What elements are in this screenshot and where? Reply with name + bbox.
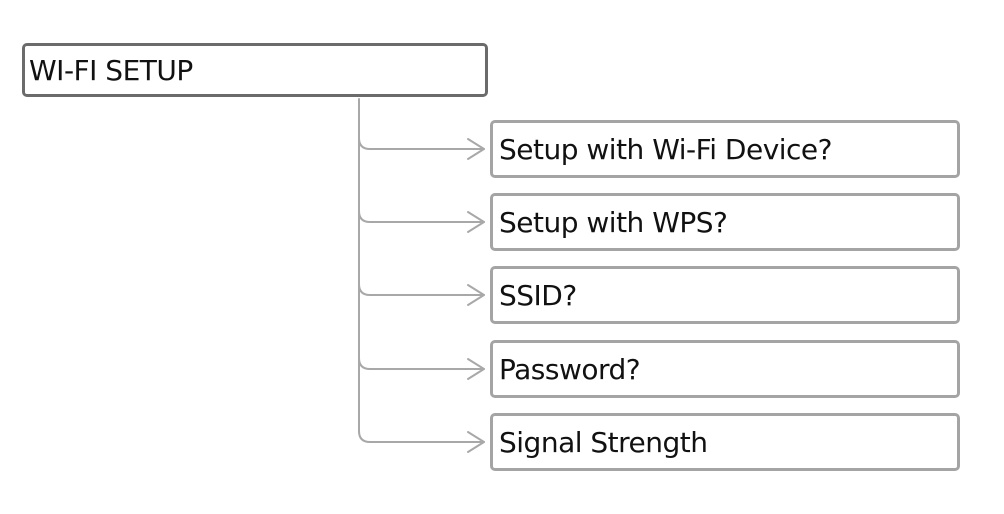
connector-4 <box>358 430 485 443</box>
child-node-setup-with-wifi-device[interactable]: Setup with Wi-Fi Device? <box>490 120 960 178</box>
child-node-label: Signal Strength <box>499 425 708 459</box>
connector-2 <box>358 283 485 296</box>
connector-0 <box>358 137 485 150</box>
connector-1 <box>358 210 485 223</box>
connector-3 <box>358 357 485 370</box>
child-node-ssid[interactable]: SSID? <box>490 266 960 324</box>
arrowhead-2 <box>467 284 485 306</box>
child-node-label: Setup with WPS? <box>499 205 728 239</box>
root-node-label: WI-FI SETUP <box>29 53 193 87</box>
child-node-password[interactable]: Password? <box>490 340 960 398</box>
child-node-setup-with-wps[interactable]: Setup with WPS? <box>490 193 960 251</box>
arrowhead-3 <box>467 358 485 380</box>
child-node-label: Password? <box>499 352 641 386</box>
root-node-wifi-setup[interactable]: WI-FI SETUP <box>22 43 488 97</box>
arrowhead-0 <box>467 138 485 160</box>
child-node-signal-strength[interactable]: Signal Strength <box>490 413 960 471</box>
child-node-label: Setup with Wi-Fi Device? <box>499 132 833 166</box>
child-node-label: SSID? <box>499 278 577 312</box>
arrowhead-1 <box>467 211 485 233</box>
arrowhead-4 <box>467 431 485 453</box>
